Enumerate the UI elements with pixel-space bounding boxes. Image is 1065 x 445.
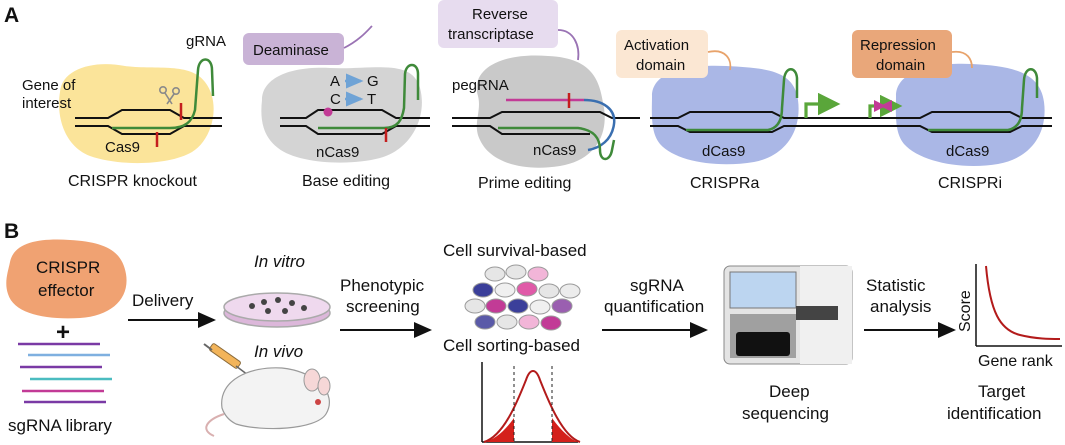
repression-linker bbox=[951, 50, 973, 69]
cell-survival-label: Cell survival-based bbox=[443, 241, 587, 260]
block-mark-icon bbox=[874, 100, 892, 112]
repression-label-line2: domain bbox=[876, 57, 925, 74]
deaminase-attachment-dot bbox=[323, 107, 333, 117]
dcas9-grna-strand-a bbox=[686, 68, 799, 132]
transcription-start-arrow-icon bbox=[804, 92, 841, 118]
cell-cluster bbox=[464, 264, 581, 331]
plus-sign: + bbox=[56, 319, 70, 346]
score-axis-label: Score bbox=[957, 290, 974, 332]
sorted-tail-left bbox=[484, 418, 514, 442]
scissors-icon bbox=[159, 86, 181, 105]
screening-label-line2: screening bbox=[346, 297, 420, 316]
gene-rank-axis-label: Gene rank bbox=[978, 353, 1054, 370]
grna-strand bbox=[112, 58, 215, 130]
in-vitro-label: In vitro bbox=[254, 252, 305, 271]
syringe-icon bbox=[203, 343, 249, 376]
deaminase-label: Deaminase bbox=[253, 42, 329, 59]
dcas9-protein-shape-i bbox=[895, 63, 1045, 166]
sgrna-library-lines bbox=[18, 342, 112, 404]
reverse-transcriptase-box bbox=[438, 0, 558, 48]
gene-of-interest-label-line1: Gene of bbox=[22, 77, 76, 94]
dna-double-strand bbox=[452, 111, 640, 135]
ncas9-label-prime: nCas9 bbox=[533, 142, 576, 159]
conv2-to: T bbox=[367, 91, 376, 108]
grna-label: gRNA bbox=[186, 33, 226, 50]
ncas9-label-base: nCas9 bbox=[316, 144, 359, 161]
dcas9-label-i: dCas9 bbox=[946, 143, 989, 160]
dna-double-strand bbox=[650, 111, 860, 133]
conv1-from: A bbox=[330, 73, 340, 90]
target-identification-label-line1: Target bbox=[978, 382, 1026, 401]
crispri-module: Repression domain dCas9 CRISPRi bbox=[852, 30, 1052, 192]
conv2-from: C bbox=[330, 91, 341, 108]
crispr-effector-shape bbox=[6, 239, 127, 319]
gene-of-interest-label-line2: interest bbox=[22, 95, 72, 112]
cell-sorting-label: Cell sorting-based bbox=[443, 336, 580, 355]
sgrna-strand bbox=[318, 63, 420, 130]
rt-linker bbox=[557, 29, 580, 61]
pegrna-blue-strand bbox=[583, 98, 616, 152]
deaminase-box bbox=[243, 33, 344, 65]
analysis-label-line1: Statistic bbox=[866, 276, 926, 295]
crispri-caption: CRISPRi bbox=[938, 175, 1002, 192]
rt-label-line1: Reverse bbox=[472, 6, 528, 23]
knockout-caption: CRISPR knockout bbox=[68, 173, 197, 190]
mouse-icon bbox=[205, 367, 331, 437]
activation-domain-box bbox=[616, 30, 708, 78]
in-vivo-label: In vivo bbox=[254, 342, 303, 361]
distribution-curve bbox=[483, 370, 581, 443]
sorted-tail-right bbox=[552, 418, 578, 442]
deep-sequencing-label-line1: Deep bbox=[769, 382, 810, 401]
blocked-transcription-arrow-icon bbox=[868, 94, 903, 118]
conv1-to: G bbox=[367, 73, 379, 90]
dcas9-protein-shape-a bbox=[651, 65, 799, 165]
effector-label-line1: CRISPR bbox=[36, 258, 100, 277]
base-editing-caption: Base editing bbox=[302, 173, 390, 190]
prime-editing-module: Reverse transcriptase pegRNA nCas9 Prime… bbox=[438, 0, 640, 192]
panel-b-letter: B bbox=[4, 220, 19, 243]
prime-editing-caption: Prime editing bbox=[478, 175, 571, 192]
dna-double-strand bbox=[75, 109, 222, 135]
dcas9-grna-strand-i bbox=[928, 68, 1039, 132]
sequencer-icon bbox=[723, 265, 853, 365]
deaminase-linker bbox=[343, 25, 373, 49]
base-editing-module: Deaminase A G C T nCas9 Base editing bbox=[243, 25, 430, 190]
repression-label-line1: Repression bbox=[860, 37, 936, 54]
quantification-label-line1: sgRNA bbox=[630, 276, 685, 295]
delivery-label: Delivery bbox=[132, 291, 194, 310]
score-curve bbox=[985, 265, 1061, 340]
panel-a-letter: A bbox=[4, 4, 19, 27]
knockout-module: gRNA Gene of interest Cas9 CRISPR knocko… bbox=[22, 33, 226, 190]
repression-domain-box bbox=[852, 30, 952, 78]
dna-double-strand bbox=[860, 111, 1052, 133]
pegrna-strand bbox=[498, 126, 616, 161]
crispra-caption: CRISPRa bbox=[690, 175, 759, 192]
deep-sequencing-label-line2: sequencing bbox=[742, 404, 829, 423]
sgrna-library-label: sgRNA library bbox=[8, 416, 112, 435]
analysis-label-line2: analysis bbox=[870, 297, 931, 316]
activation-label-line2: domain bbox=[636, 57, 685, 74]
screening-label-line1: Phenotypic bbox=[340, 276, 425, 295]
dcas9-label-a: dCas9 bbox=[702, 143, 745, 160]
cas9-protein-shape bbox=[59, 64, 214, 164]
rt-label-line2: transcriptase bbox=[448, 26, 534, 43]
score-plot: Score Gene rank bbox=[957, 264, 1062, 370]
petri-dish-icon bbox=[223, 292, 331, 328]
quantification-label-line2: quantification bbox=[604, 297, 704, 316]
cas9-label: Cas9 bbox=[105, 139, 140, 156]
pegrna-label: pegRNA bbox=[452, 77, 509, 94]
ncas9-protein-shape bbox=[261, 67, 422, 163]
activation-linker bbox=[707, 50, 732, 71]
activation-label-line1: Activation bbox=[624, 37, 689, 54]
target-identification-label-line2: identification bbox=[947, 404, 1042, 423]
sorting-distribution-plot bbox=[481, 362, 581, 443]
effector-label-line2: effector bbox=[38, 281, 95, 300]
crispra-module: Activation domain dCas9 CRISPRa bbox=[616, 30, 860, 192]
